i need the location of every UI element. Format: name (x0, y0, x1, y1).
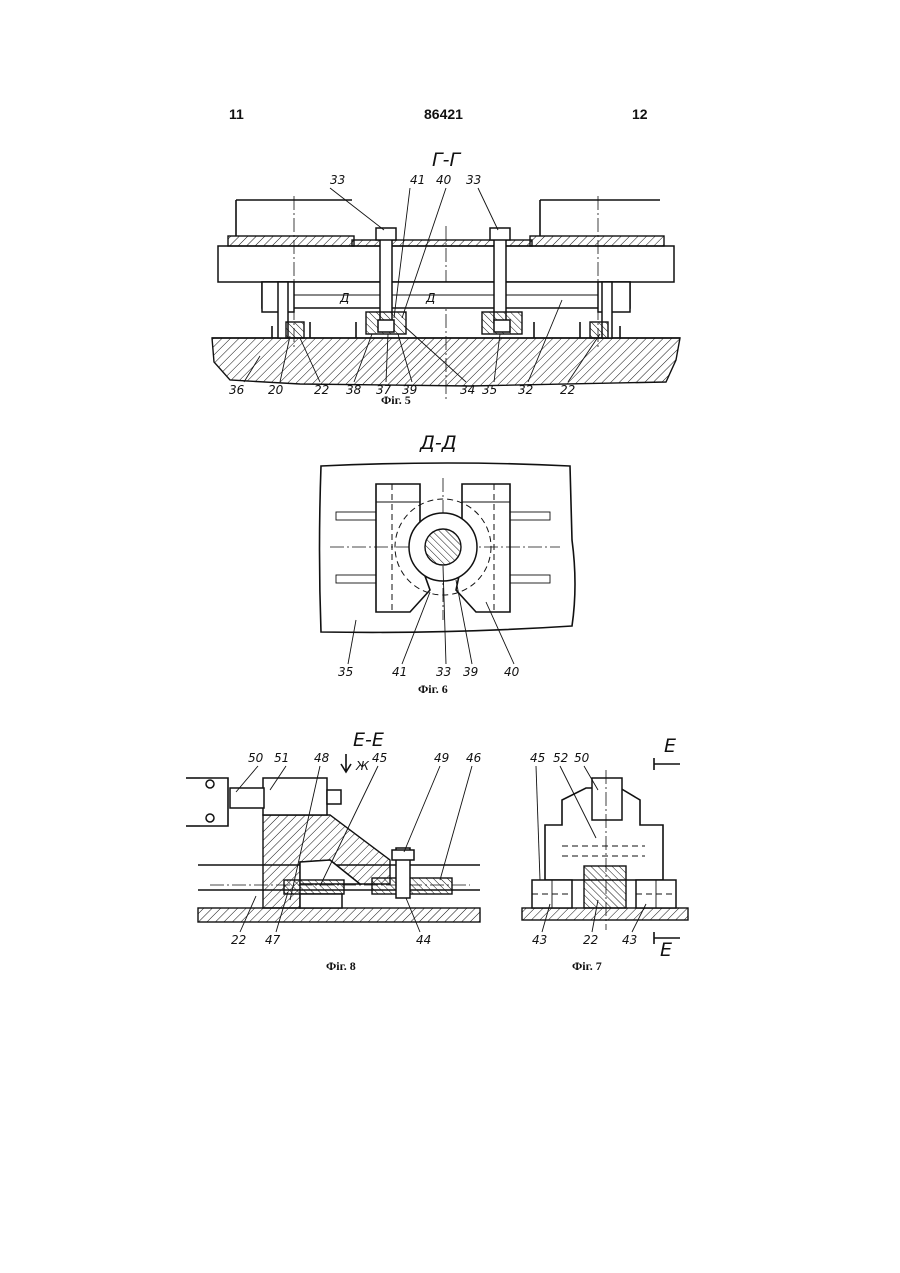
fig5-caption: Фіг. 5 (381, 393, 411, 407)
fig5-cut-mark-left: Д (339, 291, 349, 305)
fig8-label-49: 49 (434, 751, 449, 765)
fig6-caption: Фіг. 6 (418, 682, 448, 696)
fig5-label-22a: 22 (314, 383, 329, 397)
fig8-label-45: 45 (372, 751, 387, 765)
fig6-label-39: 39 (463, 665, 478, 679)
figure-8: Е-Е Ж 50 51 48 45 49 46 (186, 729, 482, 973)
fig8-label-50: 50 (248, 751, 264, 765)
fig5-cut-mark-right: Д (425, 291, 435, 305)
fig8-view-mark: Ж (355, 759, 370, 773)
fig6-label-33: 33 (436, 665, 451, 679)
figure-5: Г-Г (212, 149, 680, 407)
fig5-label-33b: 33 (466, 173, 481, 187)
fig8-base-22 (198, 908, 480, 922)
fig7-label-43b: 43 (622, 933, 637, 947)
fig5-section-title: Г-Г (432, 149, 461, 171)
fig8-block-46 (372, 878, 452, 894)
fig7-label-52: 52 (553, 751, 568, 765)
fig5-label-34: 34 (460, 383, 475, 397)
fig7-label-22: 22 (583, 933, 598, 947)
fig5-label-41: 41 (410, 173, 425, 187)
fig8-label-22: 22 (231, 933, 246, 947)
fig8-label-48: 48 (314, 751, 330, 765)
fig6-bolt-33 (425, 529, 461, 565)
fig7-cut-mark-top: Е (664, 735, 676, 757)
fig6-label-35: 35 (338, 665, 353, 679)
fig5-bolt-33-right (494, 238, 506, 322)
fig5-label-40: 40 (436, 173, 452, 187)
fig5-label-35: 35 (482, 383, 497, 397)
fig5-label-22b: 22 (560, 383, 575, 397)
fig5-label-38: 38 (346, 383, 362, 397)
figure-6: Д-Д 35 41 33 39 40 (320, 432, 576, 696)
fig8-label-51: 51 (274, 751, 289, 765)
fig5-label-32: 32 (518, 383, 533, 397)
fig5-label-36: 36 (229, 383, 245, 397)
fig7-clamp-50 (592, 778, 622, 820)
fig8-label-46: 46 (466, 751, 482, 765)
fig8-label-47: 47 (265, 933, 281, 947)
figure-7: Е Е 45 52 50 43 22 43 (522, 735, 688, 973)
fig5-label-33a: 33 (330, 173, 345, 187)
fig8-screw-51 (230, 788, 264, 808)
fig8-caption: Фіг. 8 (326, 959, 356, 973)
fig8-section-title: Е-Е (353, 729, 384, 751)
fig6-label-41: 41 (392, 665, 407, 679)
fig7-rail-22 (584, 866, 626, 908)
fig5-bolt-33-left (380, 238, 392, 322)
fig7-cut-mark-bottom: Е (660, 939, 672, 961)
fig7-label-43a: 43 (532, 933, 547, 947)
fig5-label-20: 20 (268, 383, 284, 397)
fig6-label-40: 40 (504, 665, 520, 679)
fig7-caption: Фіг. 7 (572, 959, 602, 973)
fig7-label-45: 45 (530, 751, 545, 765)
fig8-label-44: 44 (416, 933, 431, 947)
fig6-section-title: Д-Д (419, 432, 457, 454)
fig7-label-50: 50 (574, 751, 590, 765)
